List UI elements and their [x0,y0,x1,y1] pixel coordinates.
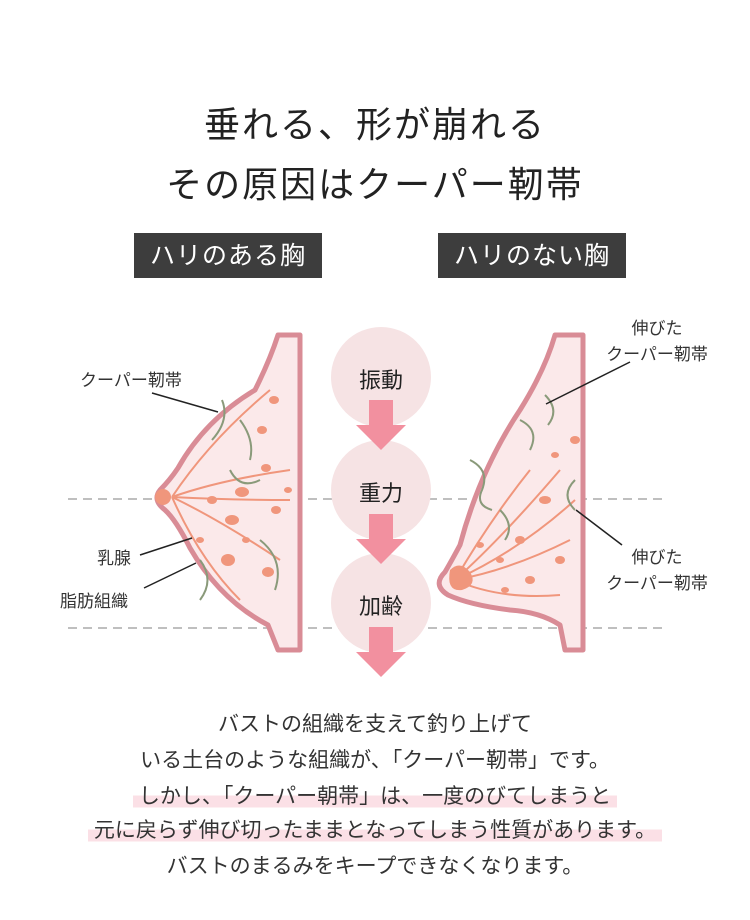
leader-cooper [151,392,219,413]
cause-aging: 加齢 [358,595,403,620]
heading-line-2: その原因はクーパー靭帯 [166,165,584,206]
vibration-circle [331,327,431,427]
label-cooper-ligament: クーパー靭帯 [80,371,182,391]
arrow-down-icon [356,627,406,677]
sagging-breast-badge: ハリのない胸 [438,233,626,278]
cause-chain [331,327,431,677]
arrow-down-icon [356,514,406,564]
cause-gravity: 重力 [358,482,403,507]
label-mammary-gland: 乳腺 [97,549,131,569]
leader-fat [143,562,197,589]
leader-stretched-top [545,361,631,405]
heading-line-1: 垂れる、形が崩れる [203,105,546,146]
gravity-circle [331,440,431,540]
paragraph-line-1: バストの組織を支えて釣り上げて [218,712,532,736]
cause-vibration: 振動 [358,369,403,394]
label-stretched-ligament-bottom: 伸びた クーパー靭帯 [606,548,708,594]
leader-mammary [139,537,193,556]
paragraph-line-4: 元に戻らず伸び切ったままとなってしまう性質があります。 [0,814,750,844]
sagging-breast-illustration [436,332,586,653]
paragraph-line-2: いる土台のような組織が、「クーパー靭帯」です。 [140,748,610,772]
aging-circle [331,553,431,653]
arrow-down-icon [356,400,406,450]
leader-stretched-bottom [575,509,623,546]
paragraph-line-3: しかし、「クーパー朝帯」は、一度のびてしまうと [0,780,750,810]
firm-breast-badge: ハリのある胸 [134,233,322,278]
firm-breast-illustration [154,332,303,653]
paragraph-line-5: バストのまるみをキープできなくなります。 [166,854,584,878]
label-fat-tissue: 脂肪組織 [60,592,128,612]
label-stretched-ligament-top: 伸びた クーパー靭帯 [606,319,708,365]
